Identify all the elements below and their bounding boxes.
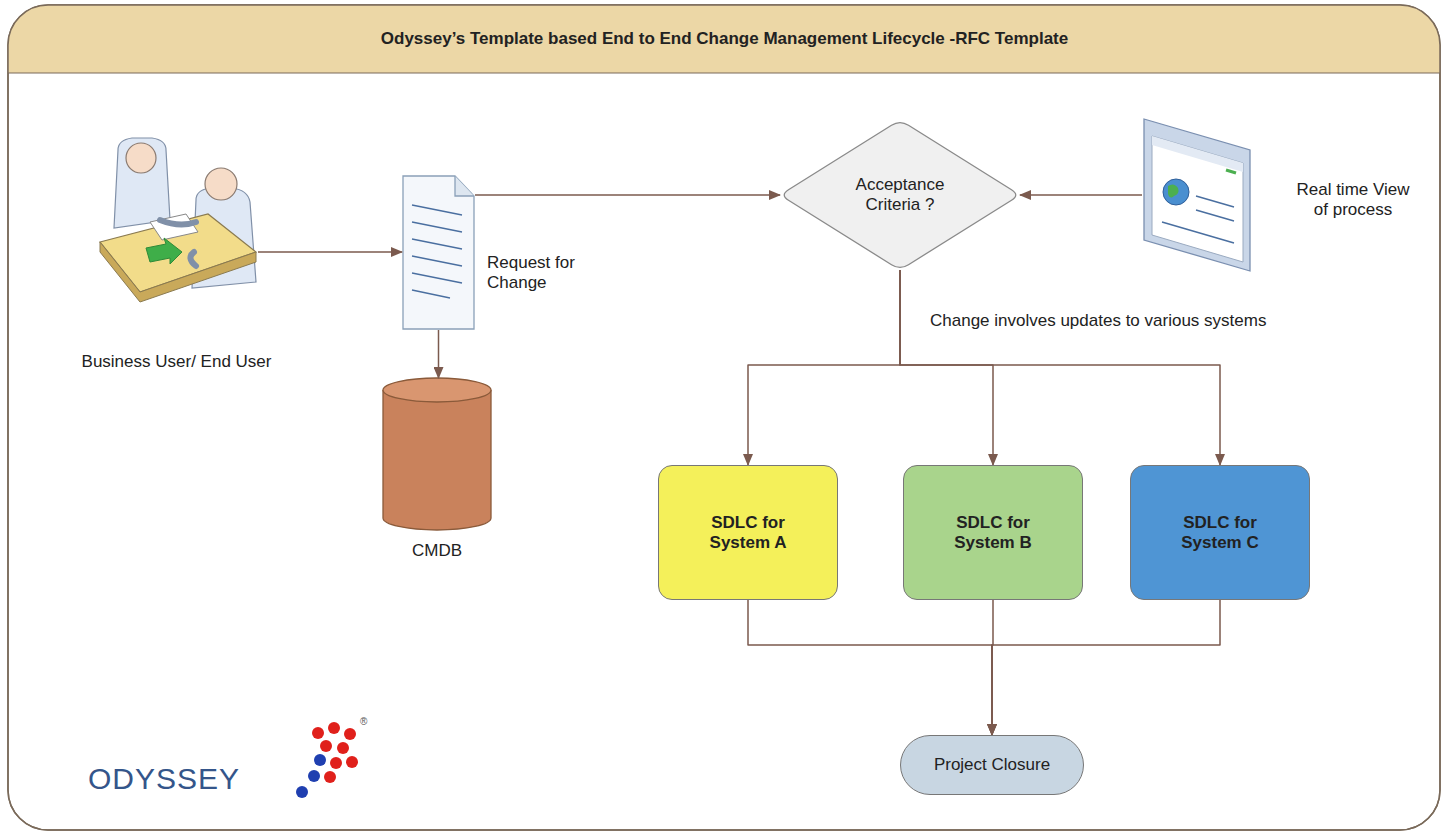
actor-illustration: Business User/ End User: [95, 140, 258, 298]
node-text: Acceptance Criteria ?: [845, 175, 955, 215]
node-text: SDLC for System A: [693, 513, 803, 553]
outer-panel: [8, 5, 1440, 830]
flow-connector: [900, 270, 1220, 465]
outer-panel-border: [8, 5, 1440, 830]
diagram-title: Odyssey’s Template based End to End Chan…: [0, 29, 1449, 49]
node-text: Project Closure: [912, 755, 1072, 775]
document-icon: [403, 176, 474, 329]
database-cylinder: [383, 378, 491, 530]
flow-connector: [475, 194, 780, 196]
flow-connector: [992, 600, 1220, 735]
node-text: CMDB: [382, 541, 492, 561]
users-illustration: [100, 138, 256, 302]
process-box: SDLC for System A: [658, 465, 838, 600]
flow-connector: [748, 600, 992, 735]
node-text: Business User/ End User: [55, 352, 298, 372]
note-text: Change involves updates to various syste…: [930, 311, 1266, 331]
node-text: Request for Change: [487, 253, 597, 293]
flow-connector: [438, 330, 440, 378]
monitor-node: Real time View of process: [1142, 118, 1252, 272]
terminal-node: Project Closure: [900, 735, 1084, 795]
logo-dots: [296, 722, 358, 798]
process-box: SDLC for System B: [903, 465, 1083, 600]
process-box: SDLC for System C: [1130, 465, 1310, 600]
logo-wordmark: ODYSSEY: [88, 762, 240, 796]
decision-diamond: Acceptance Criteria ?: [780, 120, 1020, 270]
header-rule: [8, 72, 1440, 73]
monitor-icon: [1144, 119, 1250, 271]
diamond-shape: [784, 123, 1016, 268]
flow-connector: [748, 270, 900, 465]
flow-connector: [900, 270, 993, 465]
node-text: Real time View of process: [1292, 180, 1414, 220]
database-node: CMDB: [382, 378, 492, 530]
registered-mark: ®: [360, 716, 367, 727]
flow-connector: [1020, 194, 1142, 196]
flow-connector: [258, 251, 402, 253]
node-text: SDLC for System C: [1165, 513, 1275, 553]
document-node: Request for Change: [402, 175, 475, 330]
node-text: SDLC for System B: [938, 513, 1048, 553]
